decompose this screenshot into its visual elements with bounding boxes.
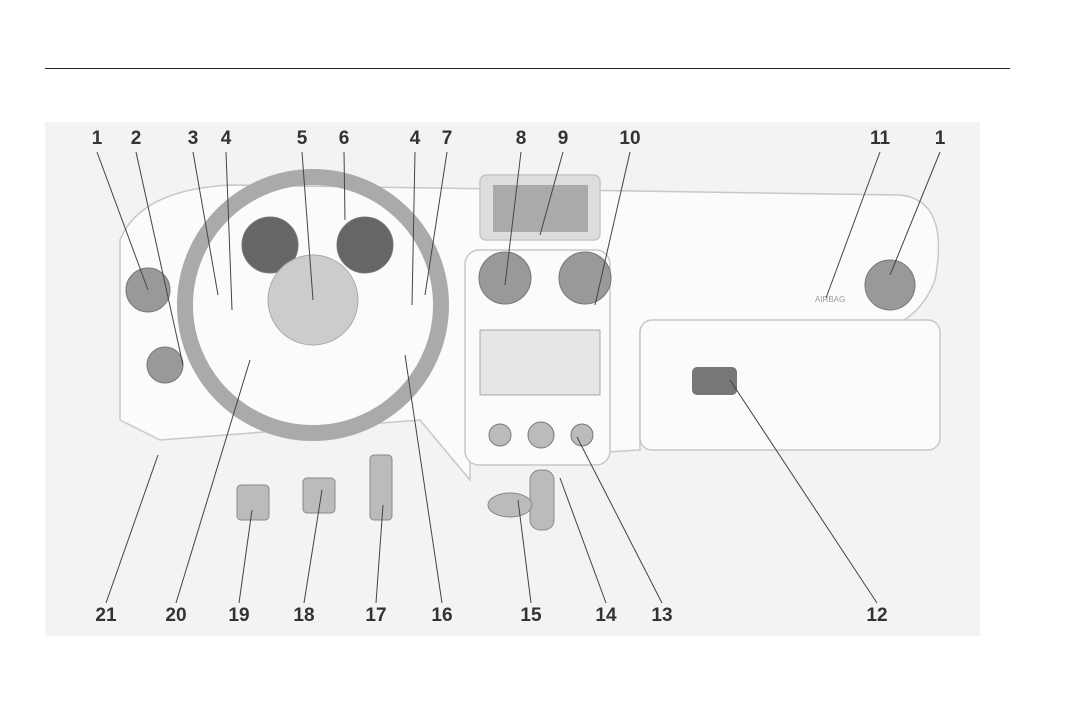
callout-number: 5 (296, 128, 308, 149)
callout-number: 2 (130, 128, 142, 149)
callout-number: 3 (187, 128, 199, 149)
callout-number: 7 (441, 128, 453, 149)
climate-knob (527, 421, 555, 449)
callout-number: 18 (293, 605, 315, 626)
leader-line (135, 151, 184, 366)
leader-line (238, 509, 253, 604)
air-vent (864, 259, 916, 311)
leader-line (105, 454, 159, 604)
leader-line (404, 354, 443, 604)
leader-line (96, 151, 149, 291)
air-vent (478, 251, 532, 305)
brake-pedal (302, 477, 336, 514)
radio-panel (479, 329, 601, 396)
leader-line (301, 151, 314, 301)
callout-number: 17 (365, 605, 387, 626)
callout-number: 8 (515, 128, 527, 149)
leader-line (889, 151, 941, 276)
callout-number: 4 (409, 128, 421, 149)
callout-number: 13 (651, 605, 673, 626)
leader-line (559, 477, 607, 604)
leader-line (729, 379, 878, 604)
callout-number: 10 (619, 128, 641, 149)
callout-number: 16 (431, 605, 453, 626)
header-rule (45, 68, 1010, 69)
callout-number: 15 (520, 605, 542, 626)
accelerator-pedal (369, 454, 393, 521)
glovebox (639, 319, 941, 451)
callout-number: 19 (228, 605, 250, 626)
leader-line (343, 151, 346, 221)
leader-line (825, 151, 881, 299)
gauge (241, 216, 299, 274)
glovebox-handle (692, 367, 737, 395)
callout-number: 21 (95, 605, 117, 626)
callout-number: 4 (220, 128, 232, 149)
callout-number: 9 (557, 128, 569, 149)
leader-line (303, 489, 323, 604)
nav-map (493, 185, 588, 232)
clutch-pedal (236, 484, 270, 521)
cup-holder (487, 492, 533, 518)
climate-knob (488, 423, 512, 447)
leader-line (517, 499, 532, 604)
leader-line (225, 151, 233, 311)
leader-line (192, 151, 219, 296)
callout-number: 20 (165, 605, 187, 626)
leader-line (576, 436, 663, 604)
light-switch (146, 346, 184, 384)
leader-line (539, 151, 564, 236)
steering-wheel (177, 169, 449, 441)
callout-number: 6 (338, 128, 350, 149)
gauge (336, 216, 394, 274)
leader-line (504, 151, 522, 286)
climate-knob (570, 423, 594, 447)
leader-line (375, 504, 384, 604)
gear-lever (529, 469, 555, 531)
leader-line (175, 359, 251, 604)
callout-number: 11 (869, 128, 891, 149)
callout-number: 1 (91, 128, 103, 149)
callout-number: 1 (934, 128, 946, 149)
callout-number: 12 (866, 605, 888, 626)
airbag-label: AIRBAG (815, 295, 845, 304)
air-vent (558, 251, 612, 305)
leader-line (424, 151, 448, 296)
leader-line (594, 151, 631, 306)
callout-number: 14 (595, 605, 617, 626)
leader-line (411, 151, 416, 306)
